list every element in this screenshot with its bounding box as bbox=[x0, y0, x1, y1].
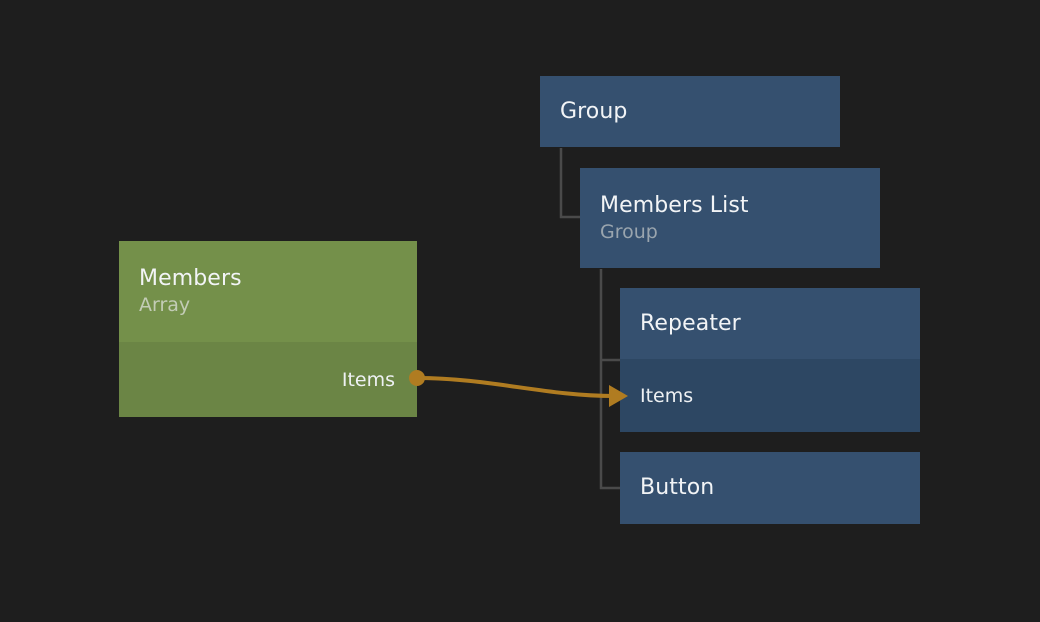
node-repeater-title: Repeater bbox=[640, 310, 741, 336]
node-members-header[interactable]: Members Array bbox=[119, 241, 417, 342]
node-members-list-title: Members List bbox=[600, 192, 749, 218]
node-members-items-port-label: Items bbox=[341, 368, 395, 391]
tree-link-group-members-list bbox=[559, 148, 580, 219]
node-repeater-input-port-row[interactable]: Items bbox=[620, 359, 920, 432]
node-members-title: Members bbox=[139, 266, 242, 291]
node-members-output-port-row[interactable]: Items bbox=[119, 342, 417, 417]
node-repeater-header[interactable]: Repeater bbox=[620, 288, 920, 359]
node-members-list-subtitle: Group bbox=[600, 220, 658, 243]
node-group-header[interactable]: Group bbox=[540, 76, 840, 147]
node-repeater[interactable]: Repeater Items bbox=[620, 288, 920, 432]
connection-wire-members-items-to-repeater-items[interactable] bbox=[415, 376, 616, 398]
node-group-title: Group bbox=[560, 98, 628, 124]
node-repeater-items-port-label: Items bbox=[640, 384, 694, 407]
tree-link-members-list-button bbox=[599, 269, 620, 490]
node-button-title: Button bbox=[640, 475, 715, 500]
node-button-header[interactable]: Button bbox=[620, 452, 920, 524]
node-button[interactable]: Button bbox=[620, 452, 920, 524]
node-members[interactable]: Members Array Items bbox=[119, 241, 417, 417]
node-members-subtitle: Array bbox=[139, 294, 191, 316]
node-group[interactable]: Group bbox=[540, 76, 840, 147]
node-members-list-header[interactable]: Members List Group bbox=[580, 168, 880, 268]
node-members-list[interactable]: Members List Group bbox=[580, 168, 880, 268]
